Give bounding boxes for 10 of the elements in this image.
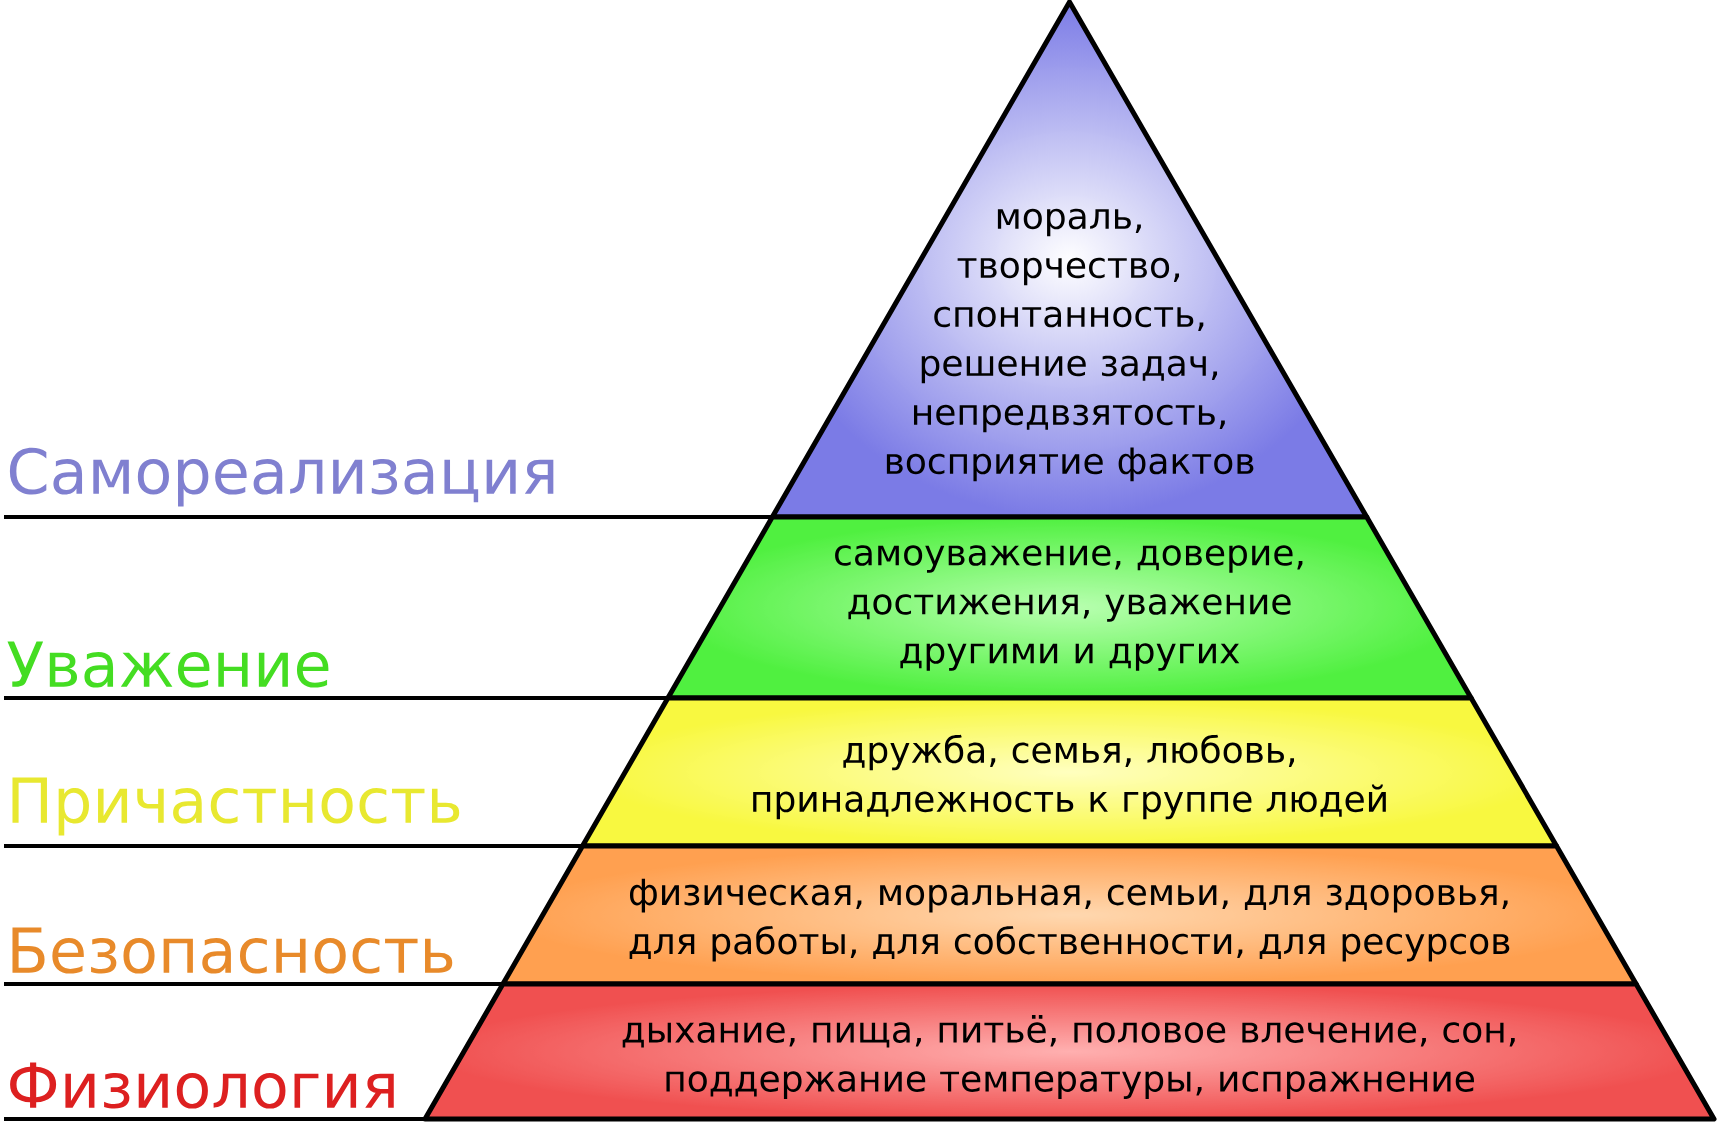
level-label: Физиология [10,1062,394,1109]
pyramid-layer: физическая, моральная, семьи, для здоровья, для работы, для собственности, для ресурсов [500,843,1639,987]
pyramid-layer: дыхание, пища, питьё, половое влечение, сон, поддержание температуры, испражнение [422,981,1717,1122]
pyramid-layer: дружба, семья, любовь, принадлежность к группе людей [580,695,1559,849]
level-label: Причастность [12,777,460,836]
level-label: Безопасность [12,927,453,974]
pyramid-layer: самоуважение, доверие, достижения, уважение другими и других [665,514,1474,701]
level-label: Самореализация [9,447,554,507]
pyramid-layer: мораль, творчество, спонтанность, решение задач, непредвзятость, восприятие фактов [769,0,1370,520]
level-label: Уважение [7,641,329,688]
